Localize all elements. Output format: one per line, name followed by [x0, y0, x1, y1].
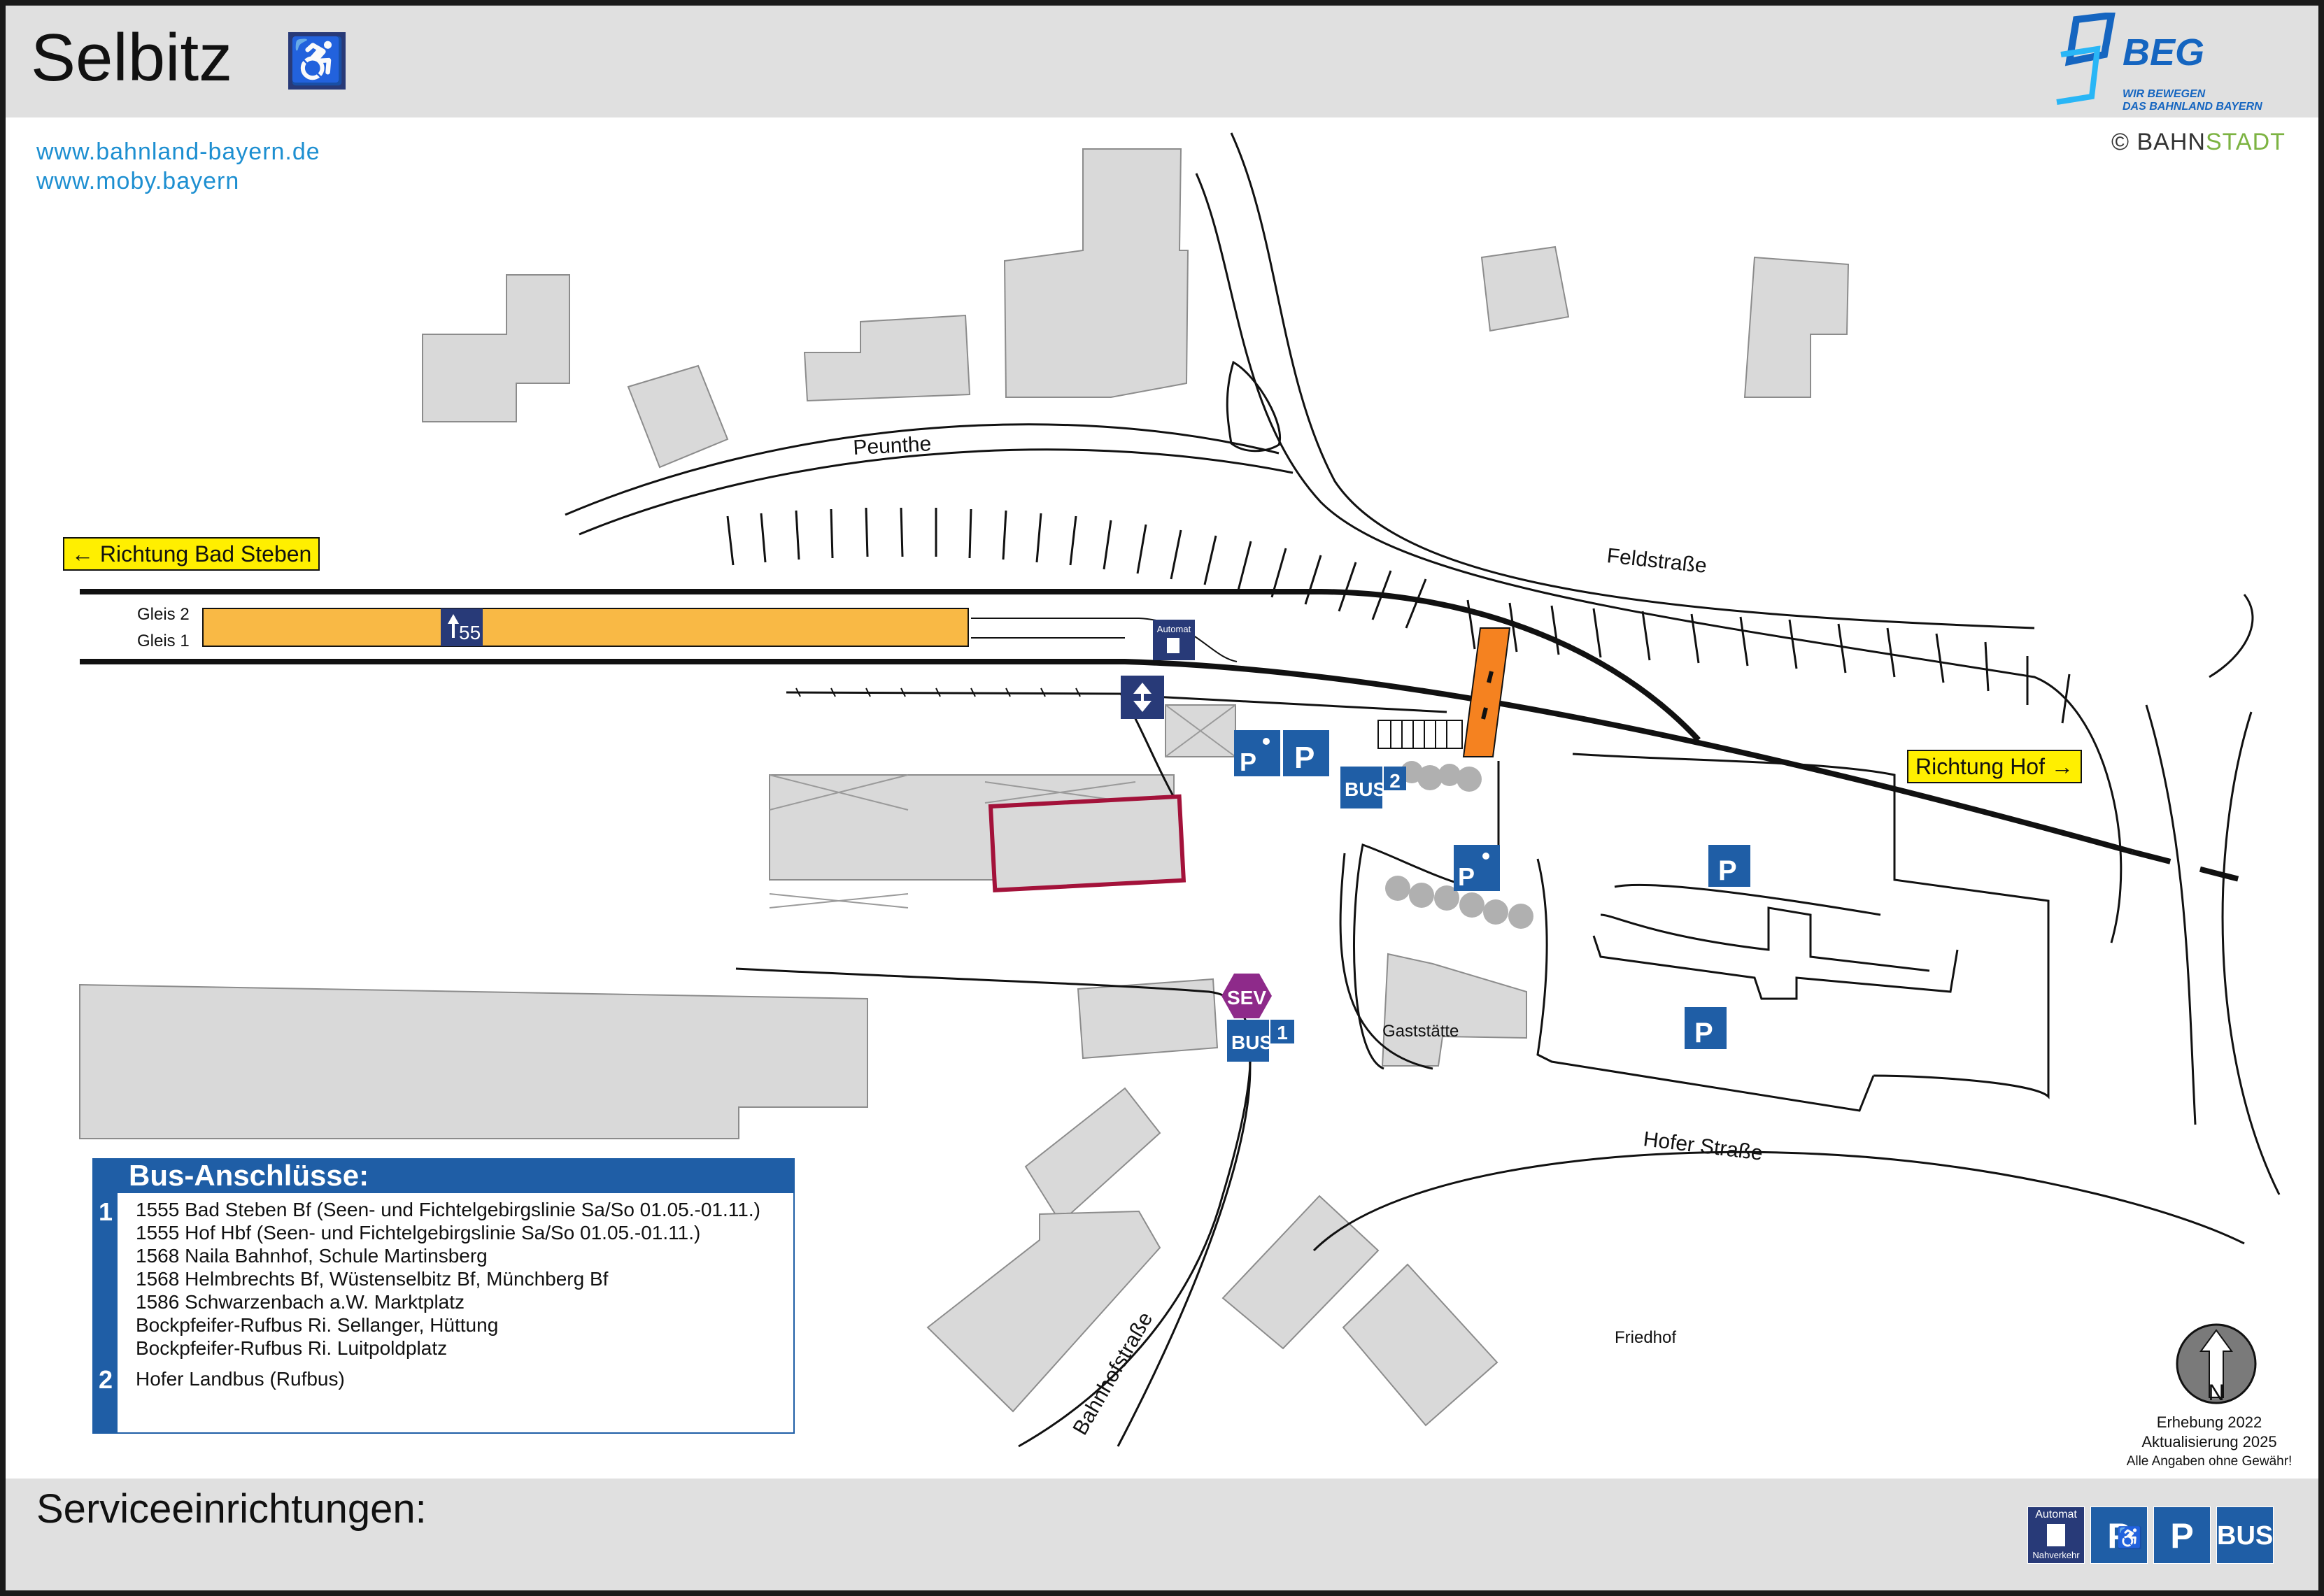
- bus-line: 1568 Naila Bahnhof, Schule Martinsberg: [136, 1245, 488, 1267]
- bus-group-number-2: 2: [98, 1365, 113, 1394]
- ticket-machine-label: Automat: [1157, 624, 1191, 634]
- accessible-parking-icon[interactable]: P: [1234, 730, 1280, 776]
- parking-icon-2[interactable]: P: [1708, 845, 1750, 887]
- bus-connections-panel: Bus-Anschlüsse: 1 1555 Bad Steben Bf (Se…: [92, 1158, 795, 1434]
- bus-stop-2-icon[interactable]: BUS 2: [1340, 767, 1406, 808]
- header-bar: Selbitz ♿ BEG WIR BEWEGEN DAS BAHNLAND B…: [6, 6, 2318, 117]
- platform-area: 55: [202, 608, 969, 647]
- direction-bad-steben-arrow: ←: [71, 541, 94, 567]
- link-bahnland-bayern[interactable]: www.bahnland-bayern.de: [36, 138, 320, 165]
- beg-tagline-line-2: DAS BAHNLAND BAYERN: [2123, 101, 2262, 113]
- service-machine-bottom-label: Nahverkehr: [2032, 1550, 2080, 1560]
- direction-bad-steben: ← Richtung Bad Steben: [63, 537, 320, 571]
- north-label: N: [2208, 1380, 2224, 1405]
- bus-connections-list: 1 1555 Bad Steben Bf (Seen- und Fichtelg…: [92, 1193, 795, 1434]
- station-building: [988, 794, 1186, 892]
- parking-icon[interactable]: P: [2153, 1506, 2211, 1564]
- bus-line: 1555 Bad Steben Bf (Seen- und Fichtelgeb…: [136, 1199, 760, 1220]
- bus-line: 1568 Helmbrechts Bf, Wüstenselbitz Bf, M…: [136, 1268, 609, 1290]
- ticket-machine-icon[interactable]: Automat: [1153, 620, 1195, 660]
- bus-line: 1555 Hof Hbf (Seen- und Fichtelgebirgsli…: [136, 1222, 701, 1244]
- roundabout-island: [1226, 360, 1281, 453]
- bus-group-number-1: 1: [98, 1197, 113, 1226]
- copyright-bahnstadt: © BAHNSTADT: [2111, 129, 2286, 156]
- fence-ticks: [795, 687, 1081, 697]
- copyright-suffix: STADT: [2205, 129, 2286, 155]
- bus-connections-title: Bus-Anschlüsse:: [92, 1158, 795, 1193]
- parking-label: P: [1294, 741, 1315, 775]
- elevator-icon[interactable]: [1121, 676, 1164, 719]
- footer-bar: Serviceeinrichtungen: Automat Nahverkehr…: [6, 1479, 2318, 1590]
- direction-hof: Richtung Hof →: [1907, 750, 2082, 783]
- link-moby-bayern[interactable]: www.moby.bayern: [36, 168, 240, 194]
- survey-notes: Erhebung 2022 Aktualisierung 2025 Alle A…: [2097, 1413, 2318, 1472]
- ticket-machine-icon[interactable]: Automat Nahverkehr: [2027, 1506, 2085, 1564]
- bus-line: 1586 Schwarzenbach a.W. Marktplatz: [136, 1291, 465, 1313]
- street-peunthe: Peunthe: [853, 432, 932, 459]
- parking-label-2: P: [1718, 855, 1737, 886]
- place-friedhof: Friedhof: [1615, 1328, 1676, 1347]
- copyright-text: © BAHN: [2111, 129, 2206, 155]
- direction-bad-steben-label: Richtung Bad Steben: [99, 541, 312, 567]
- wheelchair-icon: ♿: [288, 32, 346, 90]
- station-title: Selbitz: [31, 20, 233, 95]
- bus-stop-1-label: BUS: [1231, 1032, 1273, 1053]
- bus-stop-2-number: 2: [1389, 770, 1401, 792]
- stairs: [1377, 720, 1463, 749]
- sev-stop-icon[interactable]: SEV: [1221, 974, 1272, 1018]
- parking-icon-3[interactable]: P: [1685, 1007, 1727, 1049]
- bus-stop-1-icon[interactable]: BUS 1: [1227, 1020, 1294, 1062]
- service-machine-top-label: Automat: [2035, 1509, 2077, 1520]
- street-hofer-strasse: Hofer Straße: [1642, 1127, 1764, 1165]
- beg-tagline-line-1: WIR BEWEGEN: [2123, 88, 2206, 100]
- service-accessible-parking-label: P: [2107, 1516, 2131, 1555]
- direction-hof-label: Richtung Hof: [1915, 754, 2045, 779]
- parking-label-3: P: [1694, 1018, 1713, 1048]
- service-parking-label: P: [2170, 1516, 2194, 1555]
- note-erhebung: Erhebung 2022: [2156, 1413, 2262, 1431]
- bus-line: Hofer Landbus (Rufbus): [136, 1368, 345, 1390]
- beg-logo: BEG WIR BEWEGEN DAS BAHNLAND BAYERN: [2055, 13, 2293, 117]
- track-label-gleis-2: Gleis 2: [137, 605, 190, 624]
- street-feldstrasse: Feldstraße: [1606, 544, 1708, 578]
- sev-label: SEV: [1227, 987, 1266, 1009]
- bus-icon[interactable]: BUS: [2216, 1506, 2274, 1564]
- note-aktualisierung: Aktualisierung 2025: [2141, 1433, 2277, 1451]
- accessible-parking-icon[interactable]: P♿: [2090, 1506, 2148, 1564]
- platform-gleis-1-2: [202, 608, 969, 647]
- station-map: 55 Automat: [79, 132, 2281, 1448]
- beg-logo-name: BEG: [2123, 31, 2205, 73]
- service-title: Serviceeinrichtungen:: [36, 1486, 427, 1532]
- platform-label: 55: [459, 622, 481, 643]
- bus-line: Bockpfeifer-Rufbus Ri. Sellanger, Hüttun…: [136, 1314, 499, 1336]
- beg-logo-tagline: WIR BEWEGEN DAS BAHNLAND BAYERN: [2123, 88, 2262, 113]
- platform-sector-marker: [441, 608, 483, 646]
- place-gaststaette: Gaststätte: [1382, 1022, 1459, 1041]
- accessible-parking-label: P: [1240, 748, 1256, 776]
- level-crossing: [1462, 627, 1511, 757]
- note-disclaimer: Alle Angaben ohne Gewähr!: [2126, 1454, 2293, 1469]
- direction-hof-arrow: →: [2050, 754, 2074, 779]
- bus-line: Bockpfeifer-Rufbus Ri. Luitpoldplatz: [136, 1337, 448, 1359]
- north-arrow: N: [2176, 1323, 2257, 1405]
- bus-stop-1-number: 1: [1277, 1022, 1288, 1043]
- accessible-parking-icon-2[interactable]: P: [1454, 845, 1500, 891]
- beg-logo-mark-icon: [2056, 13, 2116, 105]
- parking-icon[interactable]: P: [1283, 730, 1329, 776]
- map-icons: Automat P P BUS 2: [1121, 620, 1750, 1062]
- bus-number-column: [94, 1193, 118, 1432]
- service-icons: Automat Nahverkehr P♿ P BUS: [2027, 1506, 2274, 1564]
- accessible-parking-label-2: P: [1458, 862, 1475, 891]
- service-bus-label: BUS: [2217, 1521, 2274, 1551]
- railway-tracks: [80, 589, 2259, 887]
- website-links: www.bahnland-bayern.de www.moby.bayern: [36, 137, 320, 196]
- bus-stop-2-label: BUS: [1345, 778, 1386, 800]
- track-label-gleis-1: Gleis 1: [137, 632, 190, 650]
- side-track: [971, 618, 1238, 662]
- parking-stalls: [726, 507, 2071, 724]
- trees: [1385, 761, 1533, 929]
